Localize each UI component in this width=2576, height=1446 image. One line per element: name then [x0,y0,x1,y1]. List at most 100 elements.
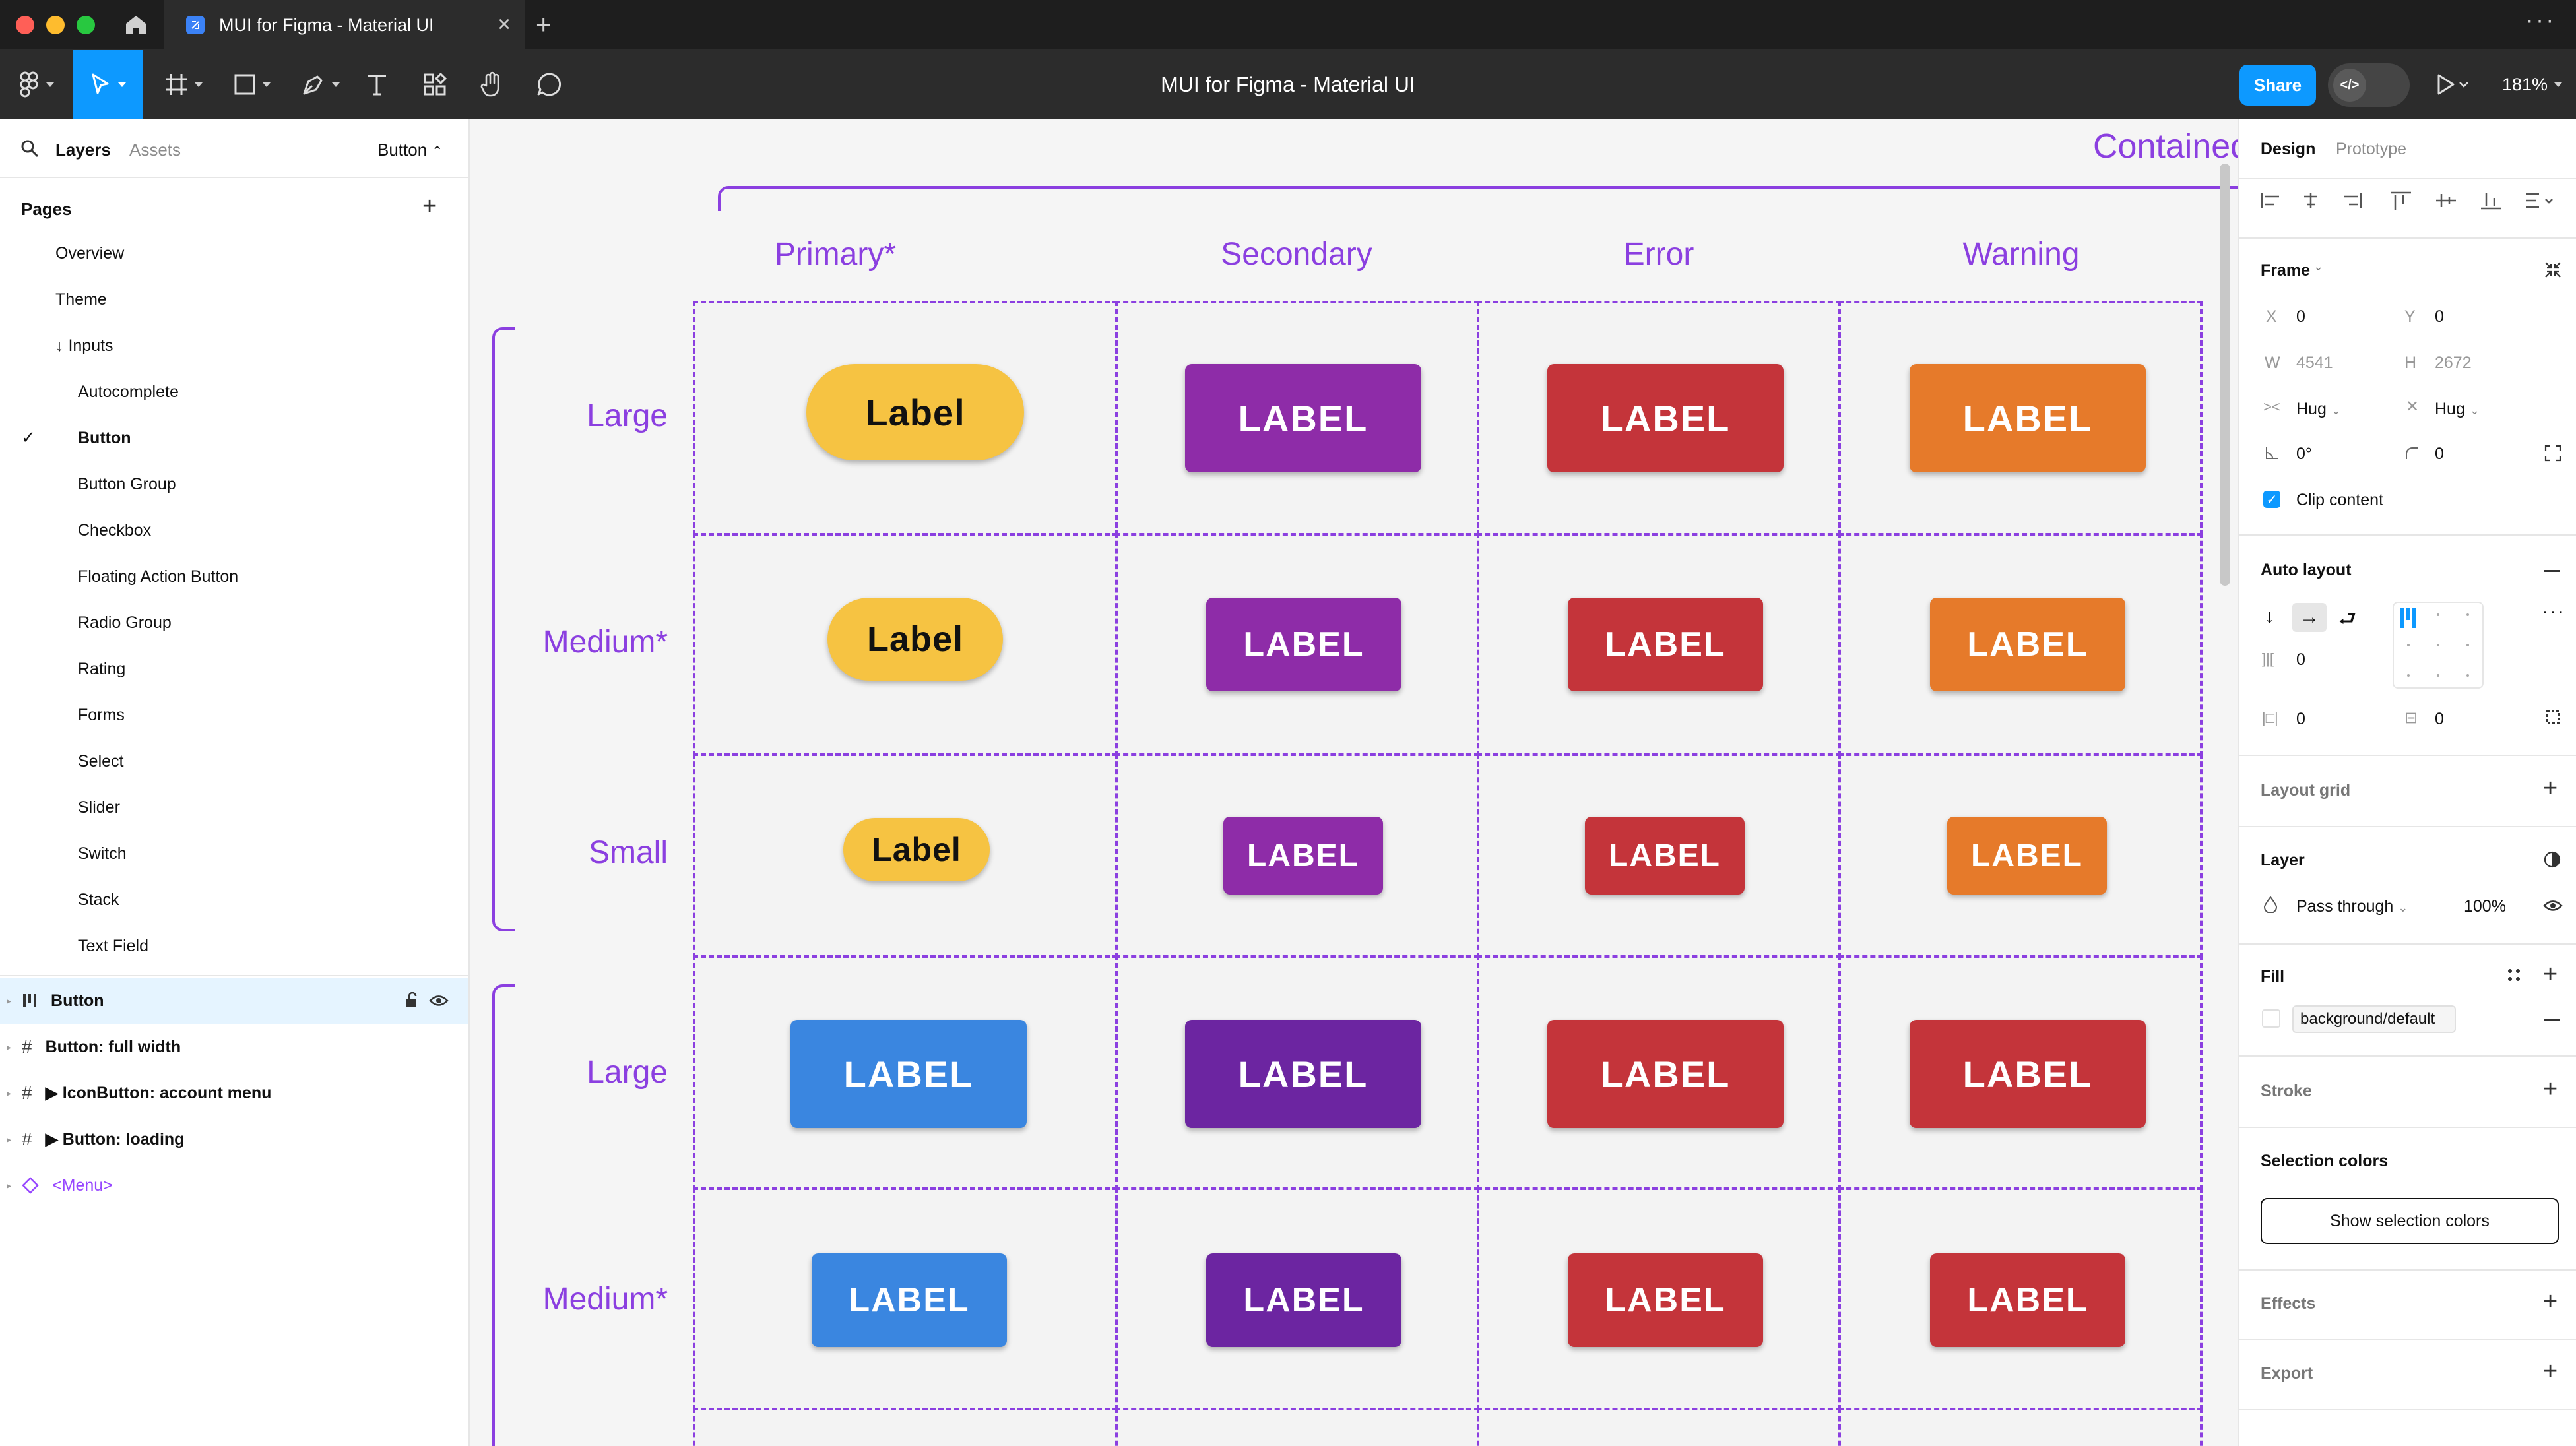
page-item[interactable]: Theme [55,290,107,309]
gap-input[interactable]: 0 [2296,650,2305,669]
expand-icon[interactable]: ▸ [7,995,12,1006]
button-error-small[interactable]: LABEL [1585,817,1745,895]
blend-mode-select[interactable]: Pass through ⌄ [2296,897,2408,916]
page-item[interactable]: Checkbox [78,521,152,540]
button-warning-large[interactable]: LABEL [1910,1020,2146,1128]
button-warning-medium[interactable]: LABEL [1930,598,2125,691]
expand-icon[interactable]: ▸ [7,1179,12,1191]
share-button[interactable]: Share [2239,65,2316,106]
layer-row-selected[interactable]: ▸ Button [0,978,468,1024]
style-grid-icon[interactable] [2505,966,2523,984]
h-input[interactable]: 2672 [2435,354,2472,372]
independent-corners-icon[interactable] [2544,445,2561,462]
show-selection-colors-button[interactable]: Show selection colors [2261,1198,2559,1244]
page-item[interactable]: Slider [78,798,120,817]
page-item[interactable]: Forms [78,706,125,724]
add-page-button[interactable]: + [422,193,437,220]
page-item[interactable]: Autocomplete [78,383,179,401]
tab-prototype[interactable]: Prototype [2336,140,2407,158]
page-item[interactable]: Radio Group [78,613,172,632]
move-tool[interactable] [73,50,143,119]
text-tool[interactable] [359,50,395,119]
opacity-input[interactable]: 100% [2464,897,2506,916]
fill-style-chip[interactable]: background/default [2292,1005,2456,1033]
expand-icon[interactable]: ▸ [7,1133,12,1145]
frame-tool[interactable] [156,50,211,119]
page-selector[interactable]: Button ⌃ [377,140,443,160]
canvas[interactable]: Contained Primary* Secondary Error Warni… [470,119,2238,1446]
page-item[interactable]: Switch [78,844,127,863]
arrow-right-icon[interactable]: → [2292,603,2327,632]
eye-icon[interactable] [2543,898,2563,913]
close-tab-icon[interactable]: × [498,12,511,37]
button-primary-medium[interactable]: Label [827,598,1003,681]
wrap-icon[interactable]: ⮐ [2338,608,2356,630]
fill-swatch[interactable] [2262,1009,2280,1028]
tab-design[interactable]: Design [2261,140,2316,158]
tab-layers[interactable]: Layers [55,140,111,160]
button-warning-large[interactable]: LABEL [1910,364,2146,472]
eye-icon[interactable] [429,993,449,1008]
layer-row[interactable]: ▸ # Button: full width [0,1024,468,1070]
button-secondary-large[interactable]: LABEL [1185,364,1421,472]
file-tab[interactable]: MUI for Figma - Material UI × [164,0,525,50]
chevron-down-icon[interactable]: ⌄ [2313,260,2324,273]
y-input[interactable]: 0 [2435,307,2444,326]
minimize-window-button[interactable] [46,16,65,34]
remove-fill-button[interactable] [2544,1019,2560,1021]
comment-tool[interactable] [531,50,567,119]
more-options-icon[interactable]: ··· [2542,600,2565,622]
radius-input[interactable]: 0 [2435,445,2444,463]
page-item[interactable]: Text Field [78,937,148,955]
button-warning-medium[interactable]: LABEL [1930,1253,2125,1347]
layer-row[interactable]: ▸ <Menu> [0,1162,468,1209]
close-window-button[interactable] [16,16,34,34]
vertical-padding-input[interactable]: 0 [2435,710,2444,728]
height-hug-select[interactable]: Hug ⌄ [2435,400,2480,419]
components-tool[interactable] [417,50,453,119]
arrow-down-icon[interactable]: ↓ [2265,606,2274,627]
layer-row[interactable]: ▸ # ▶ IconButton: account menu [0,1070,468,1116]
shape-tool[interactable] [224,50,280,119]
resize-to-fit-icon[interactable] [2543,260,2563,280]
width-hug-select[interactable]: Hug ⌄ [2296,400,2341,419]
button-secondary-medium[interactable]: LABEL [1206,598,1401,691]
page-item[interactable]: Button Group [78,475,176,493]
add-export-button[interactable]: + [2543,1358,2558,1385]
page-item[interactable]: Stack [78,891,119,909]
unlock-icon[interactable] [404,992,420,1009]
expand-icon[interactable]: ▸ [7,1041,12,1052]
present-button[interactable] [2435,71,2468,101]
button-error-medium[interactable]: LABEL [1568,598,1763,691]
alignment-grid[interactable] [2393,602,2484,689]
new-tab-button[interactable]: + [536,11,552,40]
page-item[interactable]: Select [78,752,124,770]
page-item[interactable]: ↓ Inputs [55,336,113,355]
page-item[interactable]: Overview [55,244,125,263]
horizontal-padding-input[interactable]: 0 [2296,710,2305,728]
search-icon[interactable] [20,139,40,158]
expand-icon[interactable]: ▸ [7,1087,12,1098]
x-input[interactable]: 0 [2296,307,2305,326]
clip-content-checkbox[interactable]: ✓ [2263,491,2280,508]
zoom-menu[interactable]: 181% [2502,50,2563,119]
page-item[interactable]: Rating [78,660,126,678]
button-error-medium[interactable]: LABEL [1568,1253,1763,1347]
button-primary-small[interactable]: Label [843,818,990,881]
layer-mode-icon[interactable] [2543,850,2564,869]
dev-mode-toggle[interactable]: </> [2328,63,2410,107]
main-menu-button[interactable] [9,50,65,119]
independent-padding-icon[interactable] [2544,708,2561,726]
maximize-window-button[interactable] [77,16,95,34]
pen-tool[interactable] [293,50,348,119]
add-layout-grid-button[interactable]: + [2543,774,2558,802]
w-input[interactable]: 4541 [2296,354,2333,372]
button-primary-large[interactable]: LABEL [790,1020,1027,1128]
button-error-large[interactable]: LABEL [1547,1020,1784,1128]
canvas-scrollbar[interactable] [2220,164,2230,586]
add-effect-button[interactable]: + [2543,1288,2558,1315]
page-item-current[interactable]: Button [78,429,131,447]
home-button[interactable] [108,0,164,50]
page-item[interactable]: Floating Action Button [78,567,239,586]
button-error-large[interactable]: LABEL [1547,364,1784,472]
